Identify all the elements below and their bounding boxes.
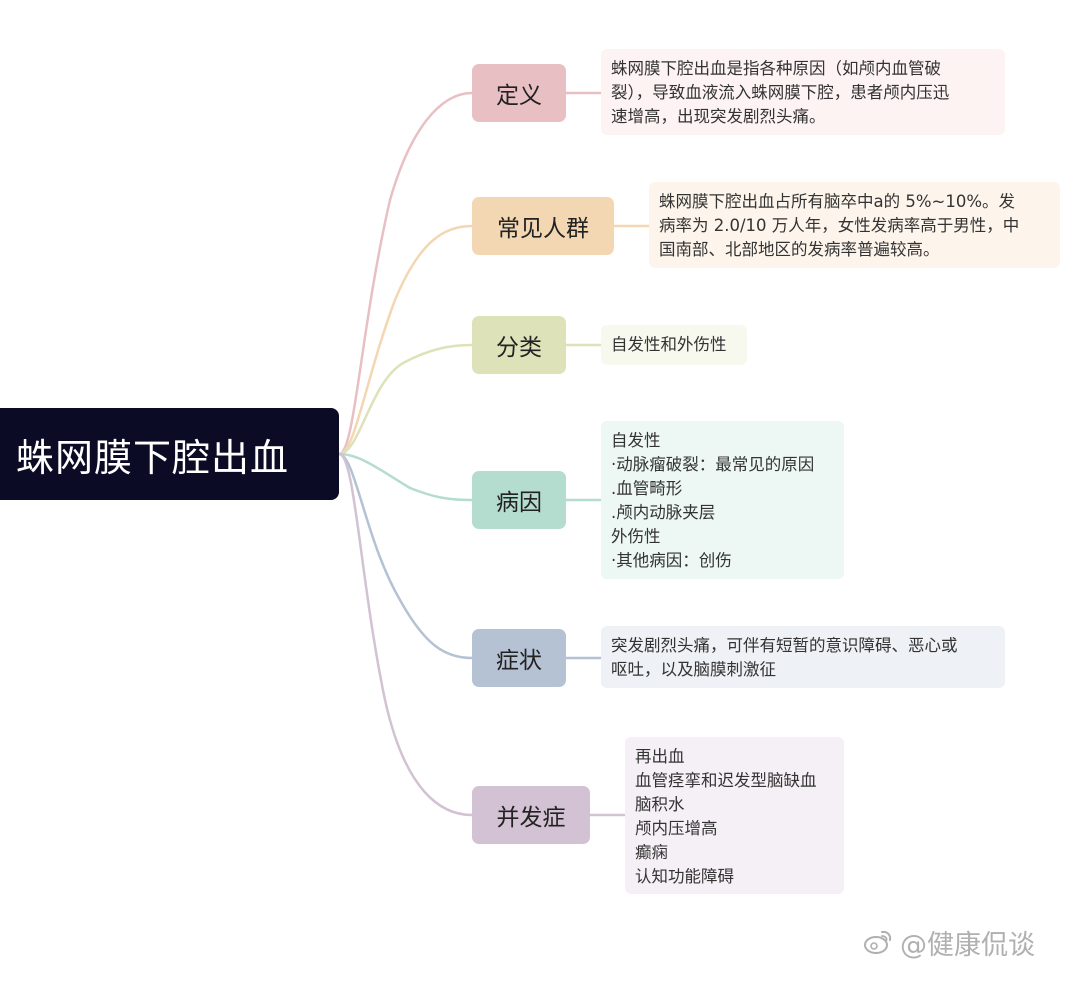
- branch-definition: 定义: [472, 64, 566, 122]
- connector-1: [337, 224, 474, 456]
- root-topic: 蛛网膜下腔出血: [0, 408, 339, 500]
- note-definition: 蛛网膜下腔出血是指各种原因（如颅内血管破 裂），导致血液流入蛛网膜下腔，患者颅内…: [601, 49, 1005, 135]
- branch-classification: 分类: [472, 316, 566, 374]
- connector-3: [337, 452, 474, 502]
- connector-2: [337, 343, 474, 456]
- watermark: @健康侃谈: [862, 924, 1035, 961]
- note-complication: 再出血 血管痉挛和迟发型脑缺血 脑积水 颅内压增高 癫痫 认知功能障碍: [625, 737, 844, 894]
- connector-4: [337, 452, 474, 660]
- branch-complication: 并发症: [472, 786, 590, 844]
- note-symptom: 突发剧烈头痛，可伴有短暂的意识障碍、恶心或 呕吐，以及脑膜刺激征: [601, 626, 1005, 688]
- note-cause: 自发性 ·动脉瘤破裂：最常见的原因 .血管畸形 .颅内动脉夹层 外伤性 ·其他病…: [601, 421, 844, 579]
- branch-symptom: 症状: [472, 629, 566, 687]
- connector-5: [337, 452, 474, 817]
- connector-0: [337, 91, 474, 456]
- branch-cause: 病因: [472, 471, 566, 529]
- note-classification: 自发性和外伤性: [601, 325, 747, 365]
- watermark-text: @健康侃谈: [900, 929, 1035, 961]
- weibo-icon: [864, 930, 892, 954]
- branch-population: 常见人群: [472, 197, 614, 255]
- note-population: 蛛网膜下腔出血占所有脑卒中a的 5%~10%。发 病率为 2.0/10 万人年，…: [649, 182, 1060, 268]
